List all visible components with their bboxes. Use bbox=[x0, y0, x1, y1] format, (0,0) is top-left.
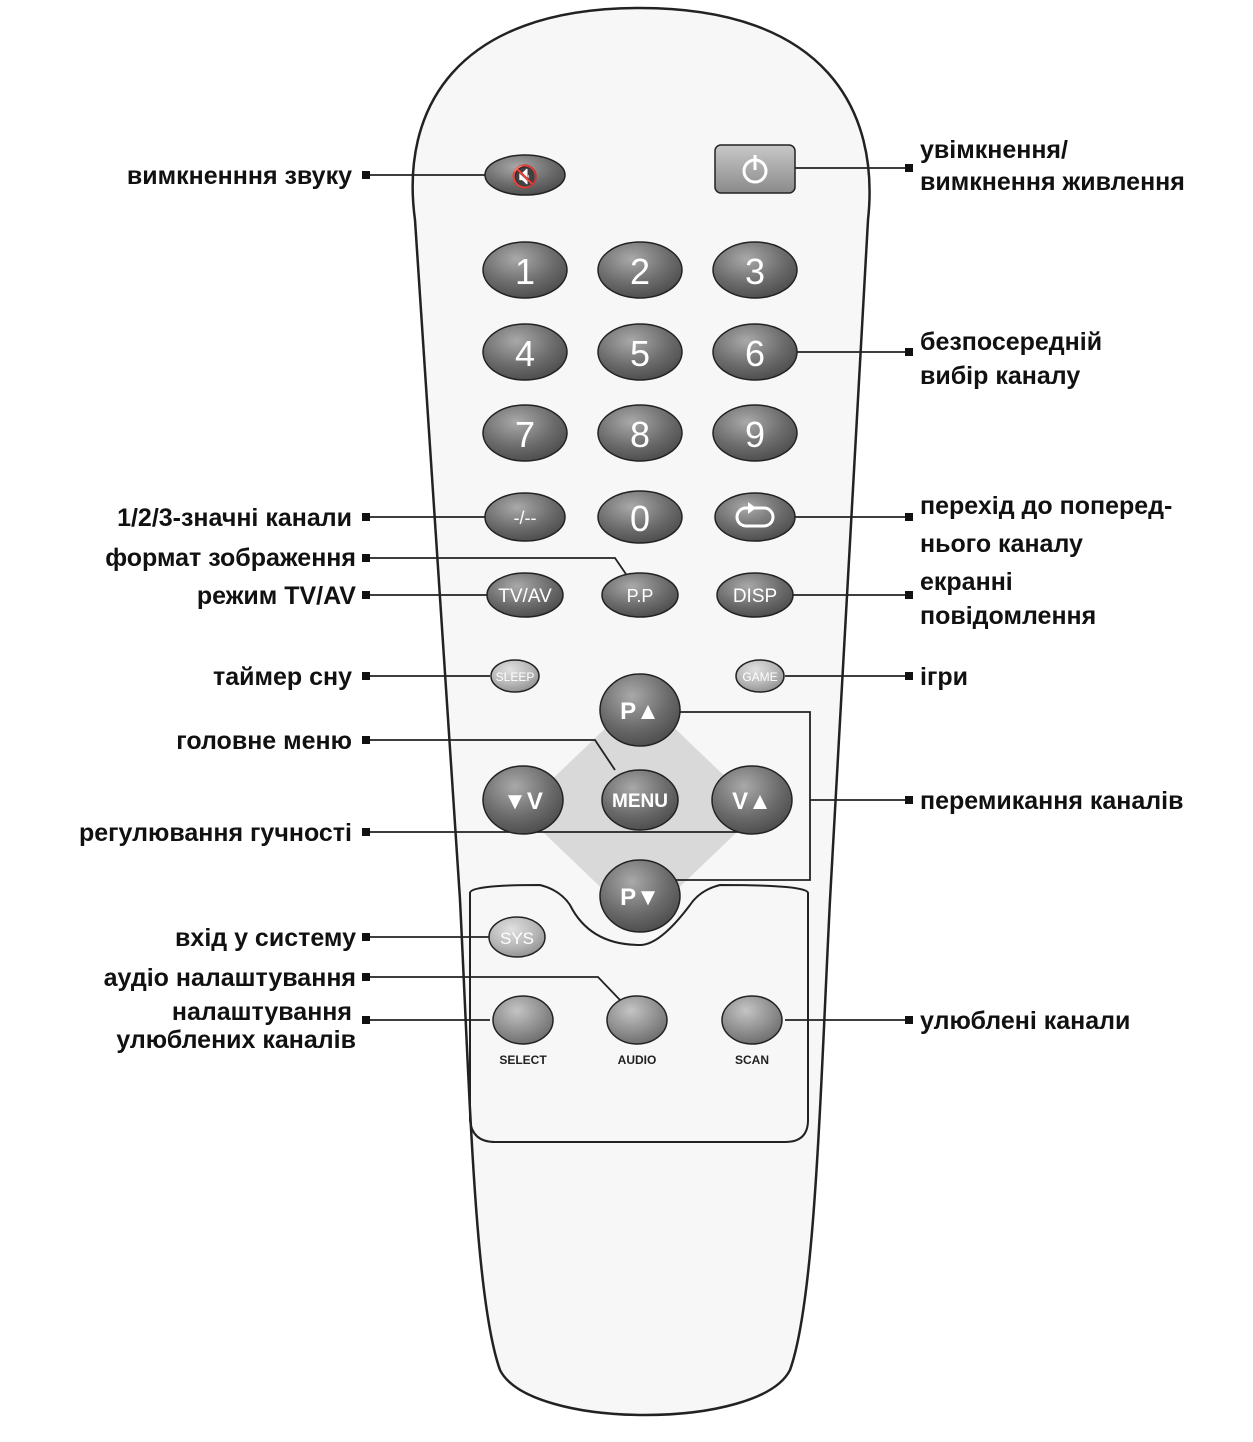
label-favorites: улюблені канали bbox=[920, 1007, 1130, 1035]
svg-text:7: 7 bbox=[515, 414, 535, 455]
label-system: вхід у систему bbox=[175, 924, 356, 952]
digit-0-button[interactable]: 0 bbox=[598, 491, 682, 543]
digit-1-button[interactable]: 1 bbox=[483, 242, 567, 298]
svg-text:-/--: -/-- bbox=[514, 508, 537, 528]
label-menu: головне меню bbox=[176, 727, 352, 755]
svg-text:GAME: GAME bbox=[742, 670, 777, 684]
digit-4-button[interactable]: 4 bbox=[483, 324, 567, 380]
svg-text:4: 4 bbox=[515, 333, 535, 374]
label-power-1: увімкнення/ bbox=[920, 136, 1068, 164]
power-button[interactable] bbox=[715, 145, 795, 193]
volume-down-button[interactable]: ▼V bbox=[483, 766, 563, 834]
digit-6-button[interactable]: 6 bbox=[713, 324, 797, 380]
label-mute: вимкненння звуку bbox=[127, 162, 352, 190]
label-fav-setup-2: улюблених каналів bbox=[116, 1026, 356, 1054]
label-fav-setup-1: налаштування bbox=[172, 998, 352, 1026]
speaker-mute-icon: 🔇 bbox=[511, 164, 538, 189]
svg-text:1: 1 bbox=[515, 251, 535, 292]
dash-button[interactable]: -/-- bbox=[485, 493, 565, 541]
sleep-button[interactable]: SLEEP bbox=[491, 660, 539, 692]
svg-text:2: 2 bbox=[630, 251, 650, 292]
mute-button[interactable]: 🔇 bbox=[485, 155, 565, 195]
label-osd-2: повідомлення bbox=[920, 602, 1096, 630]
svg-text:P▼: P▼ bbox=[620, 884, 660, 911]
scan-caption: SCAN bbox=[735, 1053, 769, 1067]
sys-button[interactable]: SYS bbox=[489, 917, 545, 957]
digit-buttons: 1 2 3 4 5 6 7 8 bbox=[483, 242, 797, 461]
svg-text:6: 6 bbox=[745, 333, 765, 374]
pp-button[interactable]: P.P bbox=[602, 573, 678, 617]
svg-text:DISP: DISP bbox=[733, 586, 777, 607]
label-volume: регулювання гучності bbox=[79, 819, 352, 847]
audio-button[interactable] bbox=[607, 996, 667, 1044]
label-channel-switch: перемикання каналів bbox=[920, 787, 1183, 815]
digit-5-button[interactable]: 5 bbox=[598, 324, 682, 380]
game-button[interactable]: GAME bbox=[736, 660, 784, 692]
label-recall-1: перехід до поперед- bbox=[920, 492, 1172, 520]
digit-8-button[interactable]: 8 bbox=[598, 405, 682, 461]
label-recall-2: нього каналу bbox=[920, 530, 1083, 558]
recall-button[interactable] bbox=[715, 493, 795, 541]
svg-text:P▲: P▲ bbox=[620, 698, 660, 725]
label-audio: аудіо налаштування bbox=[104, 964, 356, 992]
label-direct-1: безпосередній bbox=[920, 328, 1102, 356]
label-games: ігри bbox=[920, 663, 968, 691]
svg-text:SYS: SYS bbox=[500, 929, 534, 948]
label-direct-2: вибір каналу bbox=[920, 362, 1080, 390]
tvav-button[interactable]: TV/AV bbox=[487, 573, 563, 617]
digit-9-button[interactable]: 9 bbox=[713, 405, 797, 461]
channel-down-button[interactable]: P▼ bbox=[600, 860, 680, 932]
svg-text:P.P: P.P bbox=[627, 586, 654, 606]
svg-text:V▲: V▲ bbox=[732, 788, 772, 815]
digit-2-button[interactable]: 2 bbox=[598, 242, 682, 298]
svg-text:5: 5 bbox=[630, 333, 650, 374]
svg-text:3: 3 bbox=[745, 251, 765, 292]
svg-text:TV/AV: TV/AV bbox=[498, 586, 552, 607]
audio-caption: AUDIO bbox=[618, 1053, 657, 1067]
label-sleep: таймер сну bbox=[213, 663, 352, 691]
menu-button[interactable]: MENU bbox=[602, 770, 678, 830]
label-tvav: режим TV/AV bbox=[197, 582, 356, 610]
svg-text:SLEEP: SLEEP bbox=[496, 670, 535, 684]
svg-text:0: 0 bbox=[630, 498, 650, 539]
label-power-2: вимкнення живлення bbox=[920, 168, 1185, 196]
select-caption: SELECT bbox=[499, 1053, 547, 1067]
digit-7-button[interactable]: 7 bbox=[483, 405, 567, 461]
svg-text:9: 9 bbox=[745, 414, 765, 455]
volume-up-button[interactable]: V▲ bbox=[712, 766, 792, 834]
svg-text:8: 8 bbox=[630, 414, 650, 455]
disp-button[interactable]: DISP bbox=[717, 573, 793, 617]
channel-up-button[interactable]: P▲ bbox=[600, 674, 680, 746]
label-picture-format: формат зображення bbox=[105, 544, 356, 572]
scan-button[interactable] bbox=[722, 996, 782, 1044]
svg-text:MENU: MENU bbox=[612, 791, 668, 812]
svg-text:▼V: ▼V bbox=[503, 788, 543, 815]
label-osd-1: екранні bbox=[920, 568, 1013, 596]
digit-3-button[interactable]: 3 bbox=[713, 242, 797, 298]
select-button[interactable] bbox=[493, 996, 553, 1044]
label-digits: 1/2/3-значні канали bbox=[117, 504, 352, 532]
